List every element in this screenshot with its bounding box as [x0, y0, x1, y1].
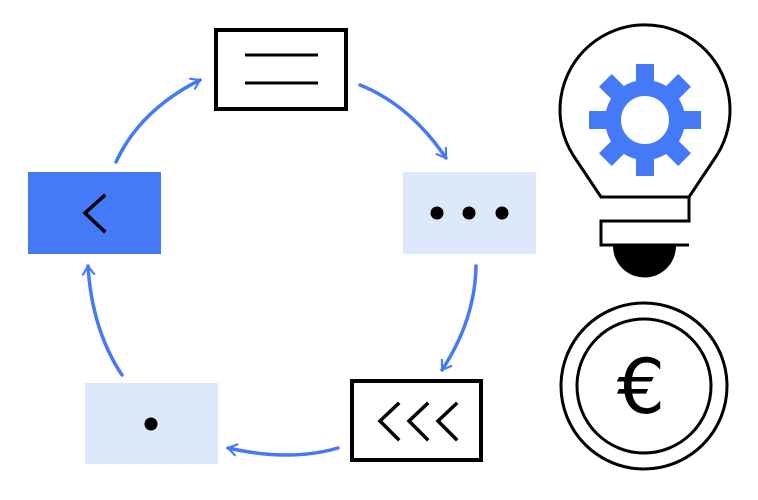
menu-lines-icon [245, 53, 318, 85]
arrow-bottom-right-to-bottom-left [226, 443, 340, 457]
euro-coin-icon: € [559, 301, 729, 471]
ellipsis-icon [430, 206, 509, 220]
arrow-top-to-right [358, 83, 448, 160]
node-top [214, 28, 348, 111]
arrow-left-to-top [114, 77, 202, 164]
euro-symbol: € [617, 342, 665, 431]
bulb-base [613, 246, 676, 278]
arrow-right-to-bottom-right [440, 264, 478, 372]
node-right [403, 172, 536, 254]
chevron-left-icon [82, 193, 107, 234]
node-left [28, 172, 161, 254]
node-bottom-right [350, 379, 483, 462]
arrow-bottom-left-to-left [81, 264, 124, 377]
node-bottom-left [85, 383, 218, 464]
lightbulb-gear-icon [558, 23, 732, 278]
gear-icon [589, 64, 701, 176]
dot-icon [144, 417, 158, 431]
triple-chevron-left-icon [377, 401, 459, 442]
